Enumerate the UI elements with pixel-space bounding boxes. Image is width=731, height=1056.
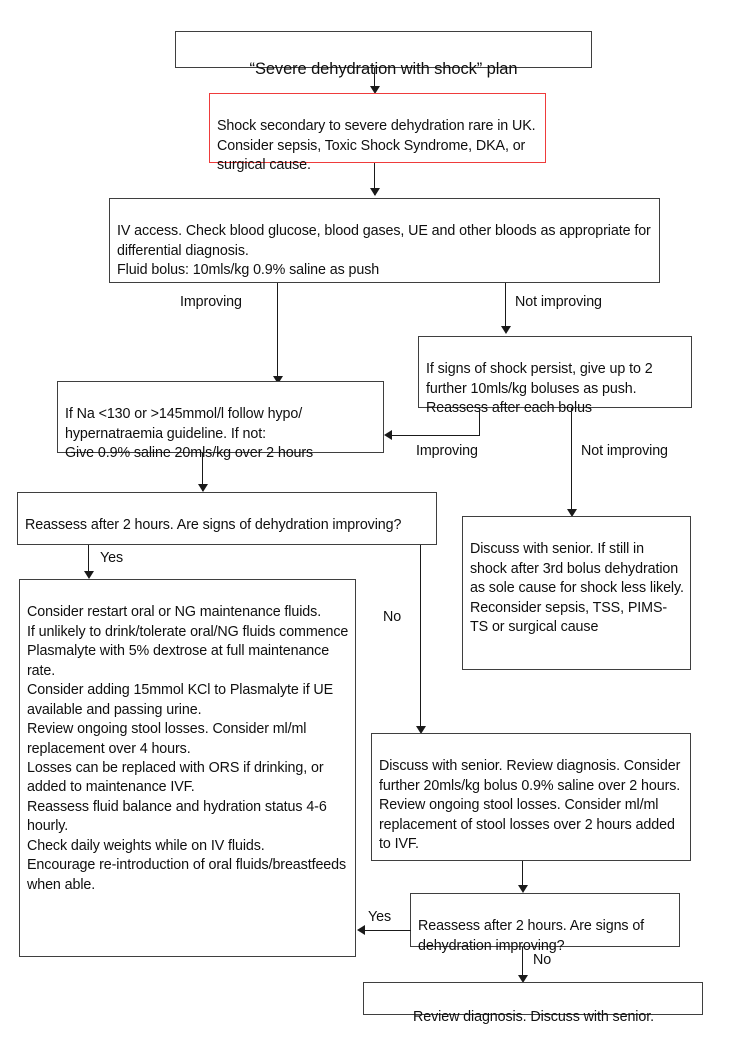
- label-no-bottom: No: [533, 952, 552, 968]
- sodium-check-box: If Na <130 or >145mmol/l follow hypo/ hy…: [57, 381, 384, 461]
- connector-sodium-to-reassess: [202, 453, 203, 491]
- connector-reassess-left-yes: [88, 545, 89, 575]
- reassess-left-box: Reassess after 2 hours. Are signs of deh…: [17, 492, 437, 545]
- connector-title-to-alert: [374, 68, 375, 90]
- alert-box-shock-causes: Shock secondary to severe dehydration ra…: [209, 93, 546, 173]
- discuss-senior-review-text: Discuss with senior. Review diagnosis. C…: [379, 758, 681, 853]
- iv-access-box: IV access. Check blood glucose, blood ga…: [109, 198, 660, 283]
- chart-title-box: “Severe dehydration with shock” plan: [175, 31, 592, 78]
- arrowhead-shock-not-improving: [566, 509, 577, 517]
- alert-text: Shock secondary to severe dehydration ra…: [217, 118, 536, 174]
- arrowhead-iv-improving: [272, 376, 283, 384]
- label-no-left: No: [383, 609, 402, 625]
- shock-persist-text: If signs of shock persist, give up to 2 …: [426, 361, 653, 417]
- connector-shock-not-improving: [571, 408, 572, 514]
- connector-review-to-reassess-right: [522, 861, 523, 890]
- label-yes-bottom: Yes: [368, 909, 392, 925]
- arrowhead-title-to-alert: [369, 86, 380, 94]
- maintenance-fluids-box: Consider restart oral or NG maintenance …: [19, 579, 356, 957]
- connector-shock-improving-across: [392, 435, 480, 436]
- connector-shock-improving-down: [479, 408, 480, 436]
- arrowhead-shock-improving: [384, 430, 392, 440]
- connector-reassess-right-no: [522, 947, 523, 980]
- label-yes-left: Yes: [100, 550, 124, 566]
- label-improving-mid: Improving: [416, 443, 478, 459]
- reassess-right-box: Reassess after 2 hours. Are signs of deh…: [410, 893, 680, 954]
- review-diagnosis-box: Review diagnosis. Discuss with senior.: [363, 982, 703, 1025]
- connector-alert-to-iv: [374, 163, 375, 195]
- arrowhead-review-to-reassess-right: [517, 885, 528, 893]
- discuss-senior-shock-box: Discuss with senior. If still in shock a…: [462, 516, 691, 670]
- connector-iv-not-improving: [505, 283, 506, 330]
- arrowhead-reassess-right-no: [517, 975, 528, 983]
- shock-persist-box: If signs of shock persist, give up to 2 …: [418, 336, 692, 416]
- reassess-right-text: Reassess after 2 hours. Are signs of deh…: [418, 918, 645, 954]
- chart-title: “Severe dehydration with shock” plan: [249, 60, 518, 79]
- arrowhead-sodium-to-reassess: [197, 484, 208, 492]
- reassess-left-text: Reassess after 2 hours. Are signs of deh…: [25, 517, 402, 534]
- arrowhead-reassess-right-yes: [357, 925, 365, 935]
- discuss-senior-shock-text: Discuss with senior. If still in shock a…: [470, 541, 684, 636]
- label-not-improving-mid: Not improving: [581, 443, 668, 459]
- maintenance-fluids-text: Consider restart oral or NG maintenance …: [27, 604, 349, 893]
- sodium-check-text: If Na <130 or >145mmol/l follow hypo/ hy…: [65, 406, 314, 462]
- review-diagnosis-text: Review diagnosis. Discuss with senior.: [413, 1009, 654, 1026]
- connector-reassess-right-yes: [365, 930, 411, 931]
- label-improving-top: Improving: [180, 294, 242, 310]
- arrowhead-iv-not-improving: [500, 326, 511, 334]
- arrowhead-reassess-left-yes: [83, 571, 94, 579]
- arrowhead-reassess-left-no: [415, 726, 426, 734]
- label-not-improving-top: Not improving: [515, 294, 602, 310]
- iv-access-text: IV access. Check blood glucose, blood ga…: [117, 223, 651, 279]
- connector-iv-improving: [277, 283, 278, 381]
- discuss-senior-review-box: Discuss with senior. Review diagnosis. C…: [371, 733, 691, 861]
- arrowhead-alert-to-iv: [369, 188, 380, 196]
- connector-reassess-left-no: [420, 545, 421, 731]
